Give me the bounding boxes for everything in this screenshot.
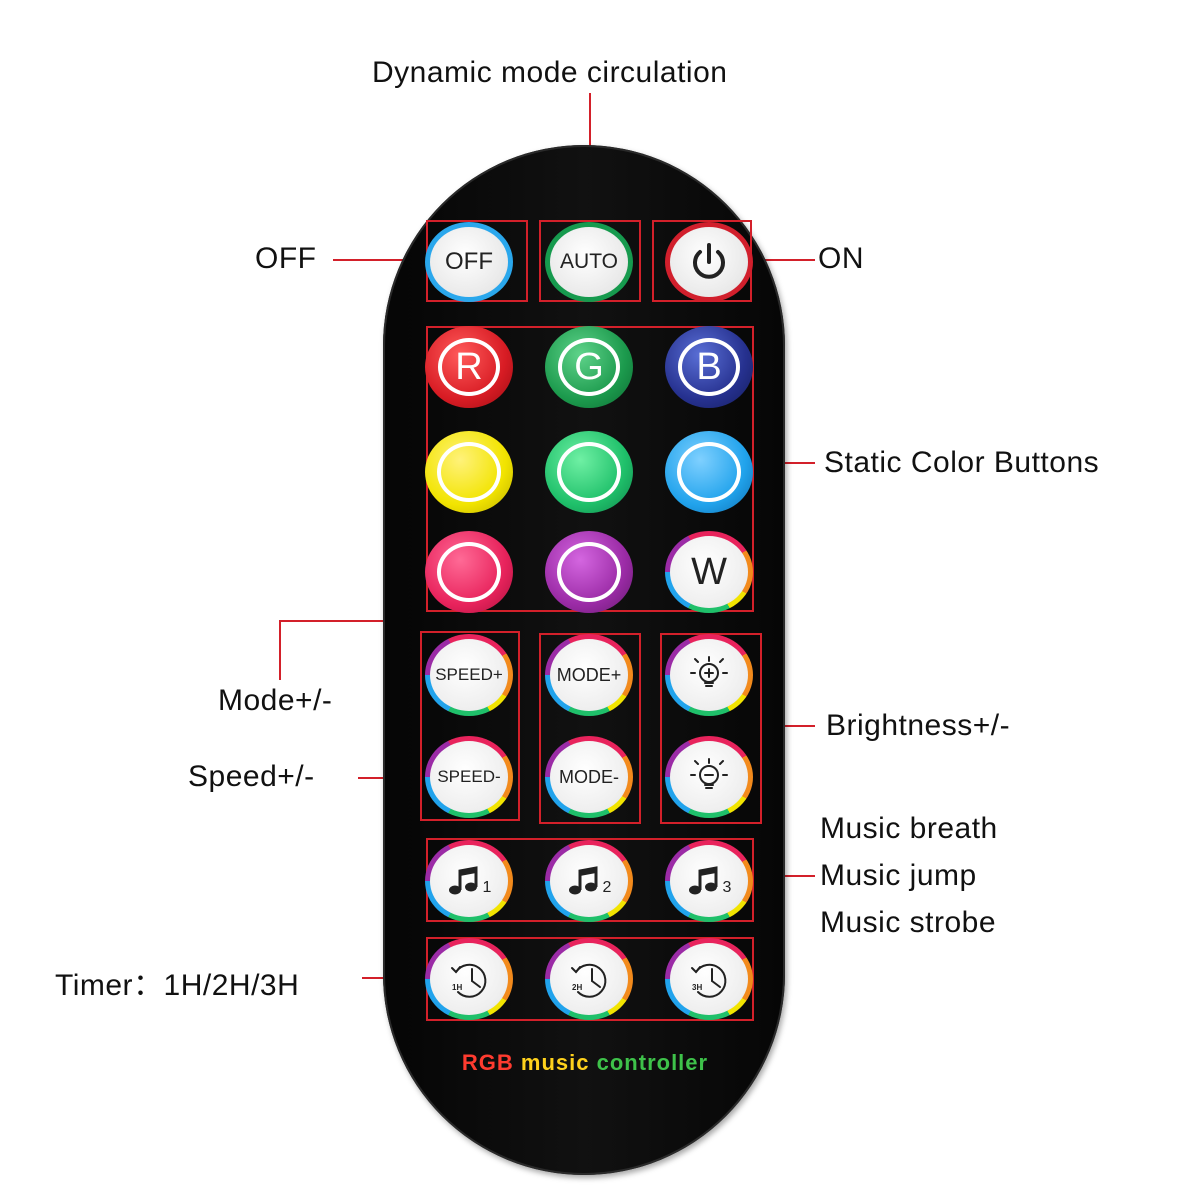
- label-music-jump: Music jump: [820, 859, 977, 893]
- brand-controller: controller: [597, 1050, 708, 1075]
- light-green-color-button[interactable]: [545, 431, 633, 513]
- pink-color-button[interactable]: [425, 531, 513, 613]
- brightness-up-button-face: [670, 639, 748, 711]
- label-mode: Mode+/-: [218, 684, 332, 718]
- brand-music: music: [521, 1050, 590, 1075]
- label-music-strobe: Music strobe: [820, 906, 996, 940]
- label-on: ON: [818, 242, 864, 276]
- red-button-ring: R: [438, 338, 500, 396]
- music-3-button-face: 3: [670, 845, 748, 917]
- speed-minus-label: SPEED-: [437, 767, 500, 787]
- off-button-face: OFF: [430, 227, 508, 297]
- yellow-color-button-ring: [437, 442, 501, 502]
- mode-minus-button-face: MODE-: [550, 741, 628, 813]
- music-2-button[interactable]: 2: [545, 840, 633, 922]
- music-note-icon: [447, 864, 481, 898]
- music-note-icon: [567, 864, 601, 898]
- label-speed: Speed+/-: [188, 760, 315, 794]
- purple-color-button-ring: [557, 542, 621, 602]
- label-brightness: Brightness+/-: [826, 709, 1010, 743]
- sky-blue-color-button-ring: [677, 442, 741, 502]
- blue-button[interactable]: B: [665, 326, 753, 408]
- timer-3h-button-face: 3H: [670, 943, 748, 1015]
- power-icon: [687, 240, 731, 284]
- speed-minus-button[interactable]: SPEED-: [425, 736, 513, 818]
- timer-clock-icon: [684, 954, 734, 1004]
- speed-plus-button[interactable]: SPEED+: [425, 634, 513, 716]
- brand-text: RGB music controller: [385, 1050, 785, 1076]
- timer-1h-label: 1H: [452, 983, 462, 992]
- speed-plus-button-face: SPEED+: [430, 639, 508, 711]
- label-off: OFF: [255, 242, 317, 276]
- brightness-down-button[interactable]: [665, 736, 753, 818]
- music-2-button-face: 2: [550, 845, 628, 917]
- brightness-down-button-face: [670, 741, 748, 813]
- brightness-up-button[interactable]: [665, 634, 753, 716]
- timer-2h-button[interactable]: 2H: [545, 938, 633, 1020]
- on-button[interactable]: [665, 222, 753, 302]
- bulb-plus-icon: [687, 653, 731, 697]
- purple-color-button[interactable]: [545, 531, 633, 613]
- music-1-button-face: 1: [430, 845, 508, 917]
- white-button-face: W: [670, 536, 748, 608]
- label-music-breath: Music breath: [820, 812, 998, 846]
- white-button-label: W: [691, 551, 727, 594]
- timer-clock-icon: [444, 954, 494, 1004]
- light-green-color-button-ring: [557, 442, 621, 502]
- timer-2h-button-face: 2H: [550, 943, 628, 1015]
- label-timer: Timer：1H/2H/3H: [55, 960, 299, 1004]
- speed-plus-label: SPEED+: [435, 665, 503, 685]
- auto-button-label: AUTO: [560, 250, 618, 274]
- auto-button-face: AUTO: [550, 227, 628, 297]
- mode-plus-button-face: MODE+: [550, 639, 628, 711]
- timer-1h-button[interactable]: 1H: [425, 938, 513, 1020]
- green-button[interactable]: G: [545, 326, 633, 408]
- mode-minus-button[interactable]: MODE-: [545, 736, 633, 818]
- yellow-color-button[interactable]: [425, 431, 513, 513]
- blue-button-ring: B: [678, 338, 740, 396]
- music-2-label: 2: [603, 879, 612, 897]
- red-button-label: R: [455, 346, 482, 389]
- speed-minus-button-face: SPEED-: [430, 741, 508, 813]
- music-1-label: 1: [483, 879, 492, 897]
- pink-color-button-ring: [437, 542, 501, 602]
- auto-button[interactable]: AUTO: [545, 222, 633, 302]
- sky-blue-color-button[interactable]: [665, 431, 753, 513]
- bulb-minus-icon: [687, 755, 731, 799]
- off-button-label: OFF: [445, 248, 493, 276]
- mode-plus-label: MODE+: [557, 665, 622, 686]
- timer-3h-label: 3H: [692, 983, 702, 992]
- timer-2h-label: 2H: [572, 983, 582, 992]
- timer-clock-icon: [564, 954, 614, 1004]
- green-button-label: G: [574, 346, 604, 389]
- off-button[interactable]: OFF: [425, 222, 513, 302]
- brand-rgb: RGB: [462, 1050, 514, 1075]
- label-dynamic-mode: Dynamic mode circulation: [372, 56, 727, 90]
- label-static-color: Static Color Buttons: [824, 446, 1099, 480]
- music-3-label: 3: [723, 879, 732, 897]
- white-button[interactable]: W: [665, 531, 753, 613]
- music-note-icon: [687, 864, 721, 898]
- red-button[interactable]: R: [425, 326, 513, 408]
- on-button-face: [670, 227, 748, 297]
- music-3-button[interactable]: 3: [665, 840, 753, 922]
- mode-plus-button[interactable]: MODE+: [545, 634, 633, 716]
- timer-1h-button-face: 1H: [430, 943, 508, 1015]
- timer-3h-button[interactable]: 3H: [665, 938, 753, 1020]
- mode-minus-label: MODE-: [559, 767, 619, 788]
- blue-button-label: B: [696, 346, 721, 389]
- green-button-ring: G: [558, 338, 620, 396]
- music-1-button[interactable]: 1: [425, 840, 513, 922]
